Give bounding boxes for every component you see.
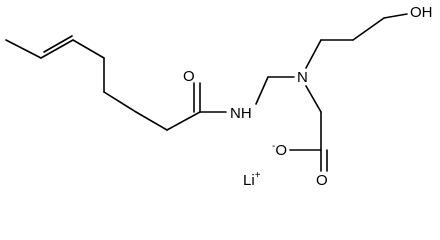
- bond-n-c1p: [305, 39, 322, 69]
- amide-group: O NH: [183, 68, 252, 122]
- bond-c7-carbonyl: [166, 111, 201, 131]
- amide-oxygen-label: O: [183, 68, 195, 85]
- carbonyl-oxygen-label: O: [316, 172, 328, 189]
- amide-nitrogen-label: NH: [230, 105, 252, 122]
- bond-c6-c7: [135, 111, 168, 131]
- bond-c2-c3-double: [40, 39, 74, 59]
- bond-c2-c3-double-inner: [43, 35, 73, 53]
- carboxylate-oxygen-label: -O: [272, 141, 287, 159]
- lithium-charge: +: [255, 170, 261, 181]
- carboxylate-oxygen-symbol: O: [275, 142, 287, 159]
- chemical-structure: O NH N OH -O O Li+: [5, 4, 433, 189]
- carboxymethyl-arm: -O O: [272, 85, 328, 189]
- bond-nh-ch2: [255, 76, 269, 105]
- bond-c3-c4: [72, 39, 105, 59]
- bond-n-ch2c: [305, 85, 322, 113]
- hydroxypropyl-arm: OH: [305, 4, 433, 69]
- bond-c1-c2: [5, 39, 42, 59]
- carboxylate-charge: -: [272, 141, 275, 152]
- lithium-label: Li+: [243, 170, 261, 189]
- amine-nitrogen-label: N: [297, 69, 308, 86]
- hydroxyl-label: OH: [410, 4, 433, 21]
- counter-ion: Li+: [243, 170, 261, 189]
- bond-c3p-oh: [383, 13, 408, 19]
- lithium-symbol: Li: [243, 172, 255, 189]
- methylene-bridge: N: [255, 69, 308, 105]
- bond-c5-c6: [103, 91, 137, 113]
- bond-c2p-c3p: [352, 17, 385, 41]
- alkyl-chain: [5, 35, 201, 131]
